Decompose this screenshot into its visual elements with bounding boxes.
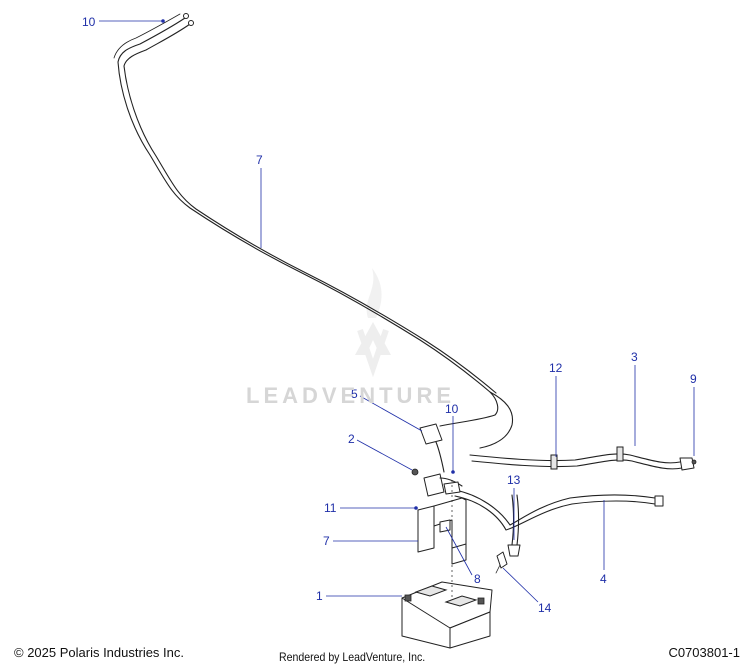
callout-13: 13 <box>507 473 521 540</box>
diagram-code: C0703801-1 <box>668 645 740 660</box>
svg-text:4: 4 <box>600 572 607 586</box>
svg-text:7: 7 <box>256 153 263 167</box>
callout-6: 7 <box>256 153 263 248</box>
ground-cable-13 <box>507 494 521 557</box>
battery-1 <box>401 581 493 649</box>
svg-text:10: 10 <box>82 15 96 29</box>
svg-text:1: 1 <box>316 589 323 603</box>
callout-9: 9 <box>690 372 697 456</box>
rendered-by-text: Rendered by LeadVenture, Inc. <box>279 650 426 664</box>
callout-7: 7 <box>323 534 418 548</box>
callout-3: 3 <box>631 350 638 446</box>
fuse-holder-5 <box>419 423 445 473</box>
svg-text:5: 5 <box>351 387 358 401</box>
callout-8: 8 <box>445 526 481 586</box>
battery-cable-4 <box>454 489 664 531</box>
callout-5: 5 <box>351 387 423 432</box>
svg-text:10: 10 <box>445 402 459 416</box>
svg-text:7: 7 <box>323 534 330 548</box>
svg-text:14: 14 <box>538 601 552 615</box>
svg-text:8: 8 <box>474 572 481 586</box>
svg-text:2: 2 <box>348 432 355 446</box>
svg-text:3: 3 <box>631 350 638 364</box>
copyright-text: © 2025 Polaris Industries Inc. <box>14 645 184 660</box>
callout-12: 12 <box>549 361 563 457</box>
callout-1: 1 <box>316 589 402 603</box>
callout-2: 2 <box>348 432 413 471</box>
svg-text:13: 13 <box>507 473 521 487</box>
callout-4: 4 <box>600 500 607 586</box>
callout-14: 14 <box>502 567 552 615</box>
terminal-2 <box>411 468 463 497</box>
battery-bracket-7 <box>417 497 467 565</box>
bolt-14 <box>495 551 508 574</box>
svg-text:12: 12 <box>549 361 563 375</box>
svg-text:11: 11 <box>324 501 337 515</box>
callout-10-top: 10 <box>82 15 165 29</box>
battery-cable-3 <box>469 446 697 471</box>
main-harness <box>113 13 514 449</box>
leadventure-logo-watermark <box>355 268 391 378</box>
callout-10-mid: 10 <box>445 402 459 474</box>
watermark-text: LEADVENTURE <box>246 383 456 408</box>
callout-11: 11 <box>324 501 418 515</box>
svg-text:9: 9 <box>690 372 697 386</box>
